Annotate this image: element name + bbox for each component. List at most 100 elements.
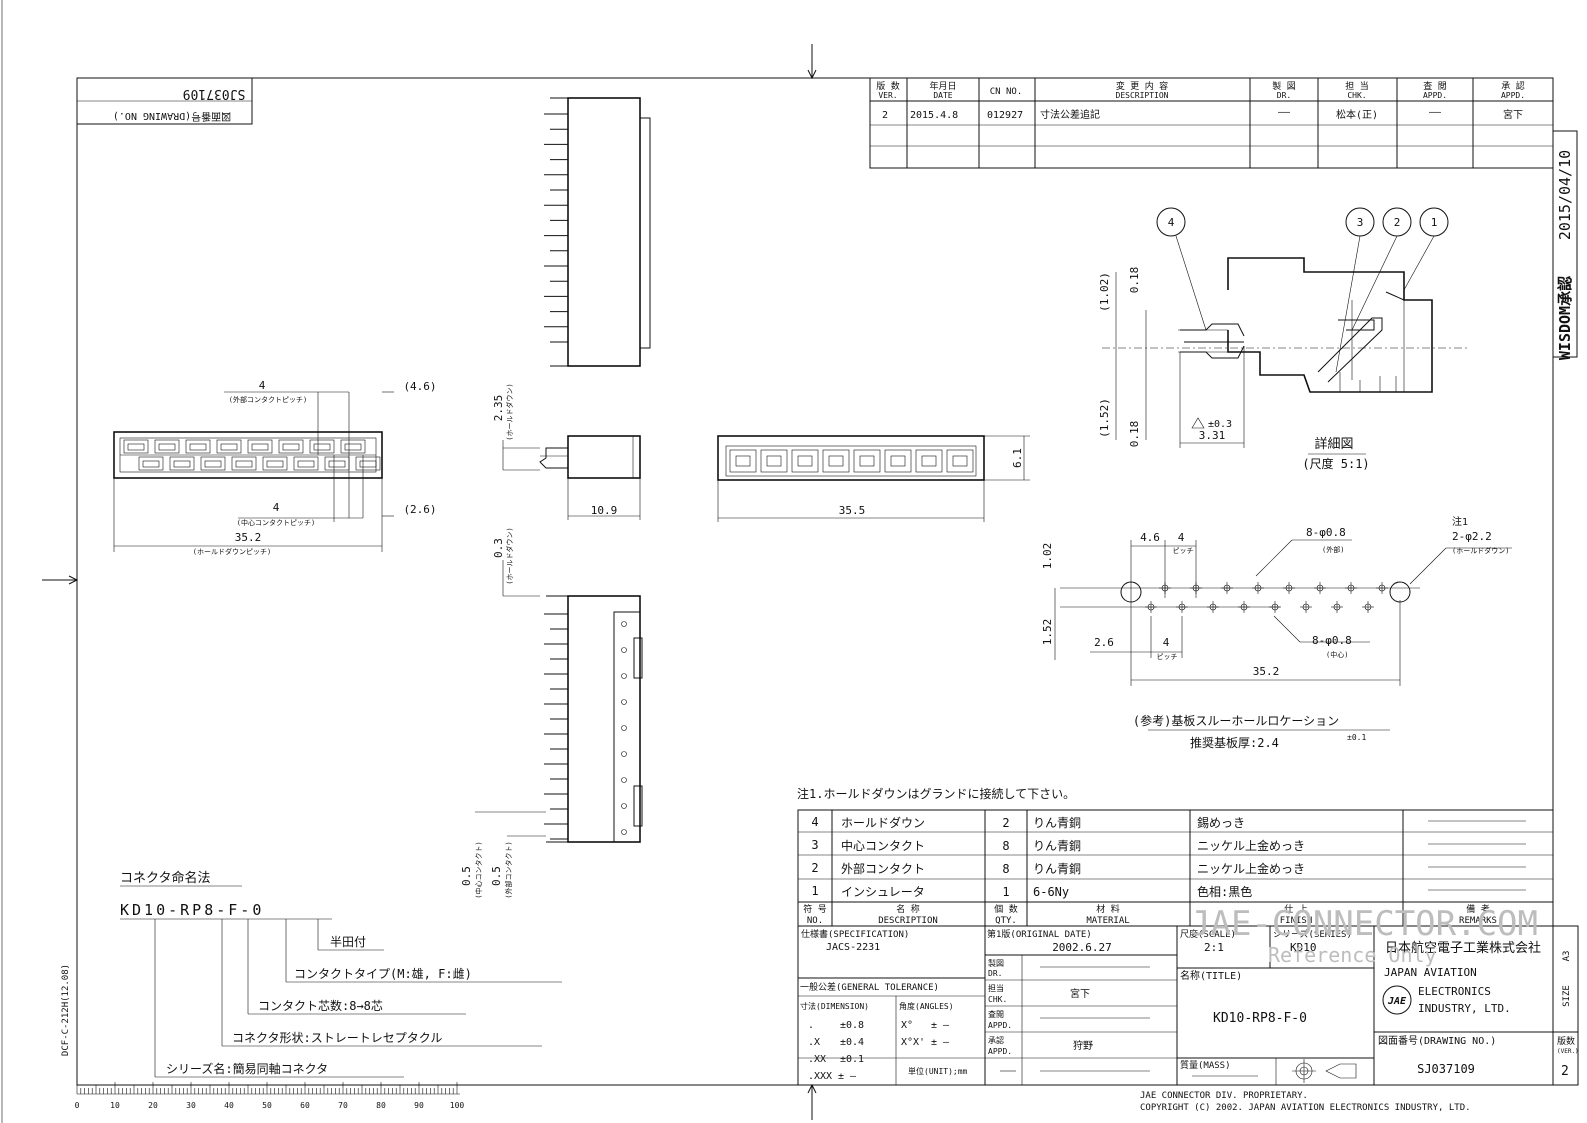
pcb-outer-note: (外部) [1322, 545, 1344, 554]
tb-mass-label: 質量(MASS) [1180, 1059, 1231, 1071]
rev-header-desc-en: DESCRIPTION [1116, 91, 1169, 100]
long-view-holes [621, 621, 627, 835]
bom-mat-2: りん青銅 [1033, 862, 1081, 876]
tb-company-en1: JAPAN AVIATION [1384, 966, 1477, 979]
tb-spec: JACS-2231 [826, 942, 880, 953]
front-cavity-upper [309, 439, 335, 454]
long-view-hole [621, 777, 627, 783]
tb-tol-k2: .XX [808, 1054, 826, 1065]
dim-35-2-front: 35.2 [235, 531, 262, 544]
form-code: DCF-C-212H(12.08) [61, 964, 71, 1056]
rev-row-cn: 012927 [987, 110, 1023, 121]
pcb-hd-holes: 2-φ2.2 [1452, 530, 1492, 543]
naming-item-contact-type: コンタクトタイプ(M:雄, F:雌) [294, 966, 472, 981]
front-contact-lower [266, 460, 284, 468]
jae-logo [1382, 985, 1412, 1015]
balloon-3: 3 [1357, 216, 1364, 229]
front-contact-upper [189, 443, 207, 451]
bom-rows: 4 ホールドダウン 2 りん青銅 錫めっき 3 中心コンタクト 8 りん青銅 ニ… [811, 815, 1305, 899]
front-cavity-lower [138, 456, 164, 471]
tb-size: A3 [1562, 951, 1572, 962]
ruler-label: 100 [450, 1101, 465, 1110]
bom-qty-2: 8 [1002, 862, 1009, 876]
tb-dim-label: 寸法(DIMENSION) [800, 1001, 869, 1011]
tb-appd-jp: 査閲 [988, 1009, 1004, 1019]
bom-headers: 符 号 NO. 名 称 DESCRIPTION 個 数 QTY. 材 料 MAT… [803, 903, 1497, 926]
tb-dr-en: DR. [988, 969, 1002, 978]
rev-row-ver: 2 [882, 110, 888, 121]
balloon-1: 1 [1431, 216, 1438, 229]
tb-appd-en: APPD. [988, 1021, 1012, 1030]
bom-qty-3: 8 [1002, 839, 1009, 853]
front-cavity-upper [247, 439, 273, 454]
pcb-center-holes: 8-φ0.8 [1312, 634, 1352, 647]
pcb-outer-holes: 8-φ0.8 [1306, 526, 1346, 539]
bom-qty-1: 1 [1002, 885, 1009, 899]
ruler-label: 60 [300, 1101, 310, 1110]
long-view-hole [621, 673, 627, 679]
svg-text:DESCRIPTION: DESCRIPTION [878, 916, 938, 926]
front-cavity-lower [324, 456, 350, 471]
svg-text:符 号: 符 号 [803, 903, 826, 915]
front-view-cavities [123, 439, 381, 471]
title-block [797, 925, 1579, 1086]
tb-series: KD10 [1290, 941, 1317, 954]
dim-0-5-center: 0.5 [460, 866, 473, 886]
rear-cavity [822, 449, 850, 473]
tb-appd2-name: 狩野 [1073, 1039, 1093, 1052]
drawing-number-label-rotated: 図面番号(DRAWING NO.) [113, 110, 231, 122]
front-contact-upper [344, 443, 362, 451]
bom-fin-1: 色相:黒色 [1197, 885, 1252, 899]
footer-line1: JAE CONNECTOR DIV. PROPRIETARY. [1140, 1091, 1308, 1101]
dim-center-pitch: 4 [273, 501, 280, 514]
long-view-hole [621, 803, 627, 809]
rear-cavity [760, 449, 788, 473]
bom-fin-3: ニッケル上金めっき [1197, 838, 1305, 853]
long-view-hole [621, 829, 627, 835]
side-view [539, 435, 641, 520]
rear-cavity [884, 449, 912, 473]
tb-title-label: 名称(TITLE) [1180, 969, 1242, 982]
centering-arrow-top [807, 69, 817, 80]
front-contact-upper [282, 443, 300, 451]
tb-tol-v0: ±0.8 [840, 1020, 864, 1031]
front-contact-lower [204, 460, 222, 468]
naming-item-series: シリーズ名:簡易同軸コネクタ [166, 1061, 328, 1076]
front-cavity-lower [231, 456, 257, 471]
dim-6-1: 6.1 [1011, 448, 1024, 468]
bom-mat-3: りん青銅 [1033, 839, 1081, 853]
dim-2-35: 2.35 [492, 395, 505, 422]
front-contact-upper [158, 443, 176, 451]
front-contact-upper [220, 443, 238, 451]
svg-text:FINISH: FINISH [1280, 916, 1313, 926]
front-cavity-lower [262, 456, 288, 471]
rear-contact [859, 455, 875, 467]
tb-title: KD10-RP8-F-0 [1213, 1011, 1307, 1026]
ruler-label: 10 [110, 1101, 120, 1110]
tb-appd2-jp: 承認 [988, 1035, 1004, 1045]
tb-drawing-no-label: 図面番号(DRAWING NO.) [1378, 1035, 1496, 1047]
detail-dim-0-18-a: 0.18 [1128, 267, 1141, 294]
front-cavity-lower [169, 456, 195, 471]
pcb-title: (参考)基板スルーホールロケーション [1133, 713, 1339, 728]
rear-cavity [853, 449, 881, 473]
pcb-pitch-b: ピッチ [1157, 653, 1178, 661]
bom-fin-2: ニッケル上金めっき [1197, 861, 1305, 876]
detail-title: 詳細図 [1314, 436, 1353, 452]
dim-4-6: (4.6) [403, 380, 436, 393]
tolerance-triangle-icon [1191, 417, 1205, 429]
tb-ver: 2 [1561, 1064, 1569, 1079]
dim-outer-pitch-note: (外部コンタクトピッチ) [229, 395, 307, 404]
tb-ang-k0: X° [901, 1020, 913, 1031]
front-cavity-lower [293, 456, 319, 471]
naming-title: コネクタ命名法 [120, 870, 210, 886]
tb-gen-tol-label: 一般公差(GENERAL TOLERANCE) [800, 981, 939, 993]
rev-header-desc-jp: 変 更 内 容 [1116, 80, 1168, 92]
tb-spec-label: 仕様書(SPECIFICATION) [801, 928, 909, 940]
pcb-dim-2-6: 2.6 [1094, 636, 1114, 649]
tb-dr-jp: 製図 [988, 958, 1004, 968]
rear-contact [921, 455, 937, 467]
svg-text:QTY.: QTY. [995, 916, 1017, 926]
long-view-hole [621, 751, 627, 757]
